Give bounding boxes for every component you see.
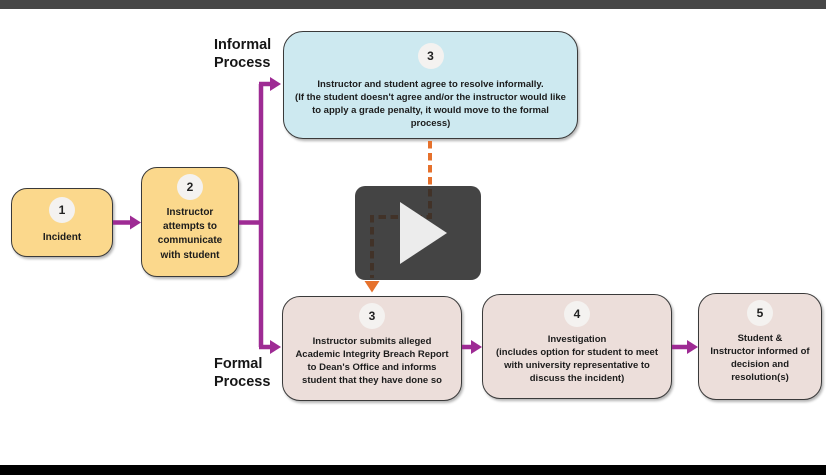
flow-node-text: Instructor attempts to communicate with … [157, 207, 223, 261]
step-number-badge: 4 [564, 301, 590, 327]
step-number-badge: 2 [177, 174, 203, 200]
arrow-branch-trunk [239, 84, 264, 347]
arrow-trunk-to-informal [259, 77, 281, 91]
flow-node-communicate: 2 Instructor attempts to communicate wit… [141, 167, 239, 277]
flow-node-incident: 1 Incident [11, 188, 113, 257]
step-number-badge: 1 [49, 197, 75, 223]
flow-node-text: Student & Instructor informed of decisio… [710, 333, 810, 383]
step-number-badge: 3 [417, 43, 444, 69]
flow-node-text: Instructor submits alleged Academic Inte… [295, 336, 449, 386]
formal-process-label: Formal Process [214, 356, 271, 391]
arrow-report-to-investigation [462, 340, 482, 354]
flow-node-text: Incident [42, 232, 82, 243]
play-button[interactable] [355, 186, 481, 280]
video-bottom-bar [0, 465, 826, 475]
step-number-badge: 3 [359, 303, 385, 329]
flow-node-investigation: 4 Investigation (includes option for stu… [482, 294, 672, 399]
flow-node-informal-resolution: 3 Instructor and student agree to resolv… [283, 31, 578, 139]
arrow-trunk-to-formal [259, 340, 281, 354]
flow-node-text: Instructor and student agree to resolve … [295, 79, 566, 129]
informal-process-label: Informal Process [214, 37, 272, 72]
video-top-bar [0, 0, 826, 9]
play-icon [400, 202, 447, 264]
arrow-investigation-to-decision [672, 340, 698, 354]
arrow-incident-to-communicate [113, 215, 141, 230]
flow-node-breach-report: 3 Instructor submits alleged Academic In… [282, 296, 462, 401]
flow-node-text: Investigation (includes option for stude… [495, 334, 659, 384]
flow-node-decision: 5 Student & Instructor informed of decis… [698, 293, 822, 400]
step-number-badge: 5 [747, 300, 773, 326]
